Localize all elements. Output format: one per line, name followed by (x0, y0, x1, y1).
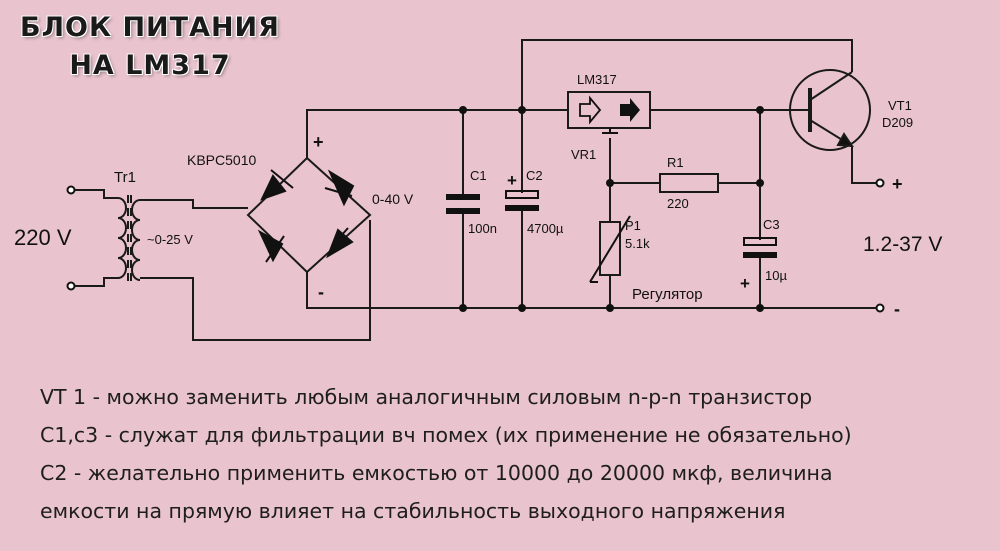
note-line-3: C2 - желательно применить емкостью от 10… (40, 461, 833, 485)
capacitor-c3 (743, 237, 777, 258)
secondary-voltage-label: ~0-25 V (147, 232, 193, 247)
junction-dots (459, 106, 764, 312)
note-line-4: емкости на прямую влияет на стабильность… (40, 499, 786, 523)
c2-name-label: C2 (526, 168, 543, 183)
circuit-schematic: 220 V Tr1 ~0-25 V KBPC5010 + - 0-40 V C1… (14, 39, 942, 341)
c1-value-label: 100n (468, 221, 497, 236)
output-plus-label: + (892, 174, 903, 194)
r1-value-label: 220 (667, 196, 689, 211)
p1-caption-label: Регулятор (632, 286, 703, 303)
resistor-r1 (659, 173, 719, 193)
transformer-tr1 (117, 195, 141, 282)
r1-name-label: R1 (667, 155, 684, 170)
capacitor-c1 (446, 194, 480, 214)
output-voltage-label: 1.2-37 V (863, 233, 942, 256)
c3-name-label: C3 (763, 217, 780, 232)
note-line-1: VT 1 - можно заменить любым аналогичным … (40, 385, 813, 409)
bridge-minus-label: - (318, 282, 324, 302)
vt1-name-label: VT1 (888, 98, 912, 113)
c3-value-label: 10µ (765, 268, 787, 283)
mains-voltage-label: 220 V (14, 225, 72, 250)
capacitor-c2 (505, 190, 539, 211)
c3-plus-label: + (740, 274, 750, 293)
diode-bridge (246, 156, 372, 274)
bridge-label: KBPC5010 (187, 152, 256, 168)
regulator-lm317 (567, 91, 651, 134)
c2-value-label: 4700µ (527, 221, 564, 236)
output-minus-label: - (894, 299, 900, 319)
title-line-2: НА LM317 (69, 50, 231, 81)
rectified-voltage-label: 0-40 V (372, 191, 414, 207)
terminals (66, 178, 885, 313)
regulator-ref-label: VR1 (571, 147, 596, 162)
c1-name-label: C1 (470, 168, 487, 183)
regulator-name-label: LM317 (577, 72, 617, 87)
wires (71, 39, 880, 341)
p1-value-label: 5.1k (625, 236, 650, 251)
p1-name-label: P1 (625, 218, 641, 233)
potentiometer-p1 (589, 215, 631, 283)
note-line-2: C1,c3 - служат для фильтрации вч помех (… (40, 423, 852, 447)
transistor-vt1 (789, 69, 871, 151)
c2-plus-label: + (507, 171, 517, 190)
transformer-label: Tr1 (114, 169, 136, 186)
bridge-plus-label: + (313, 132, 324, 152)
title-line-1: БЛОК ПИТАНИЯ (20, 12, 280, 43)
vt1-type-label: D209 (882, 115, 913, 130)
